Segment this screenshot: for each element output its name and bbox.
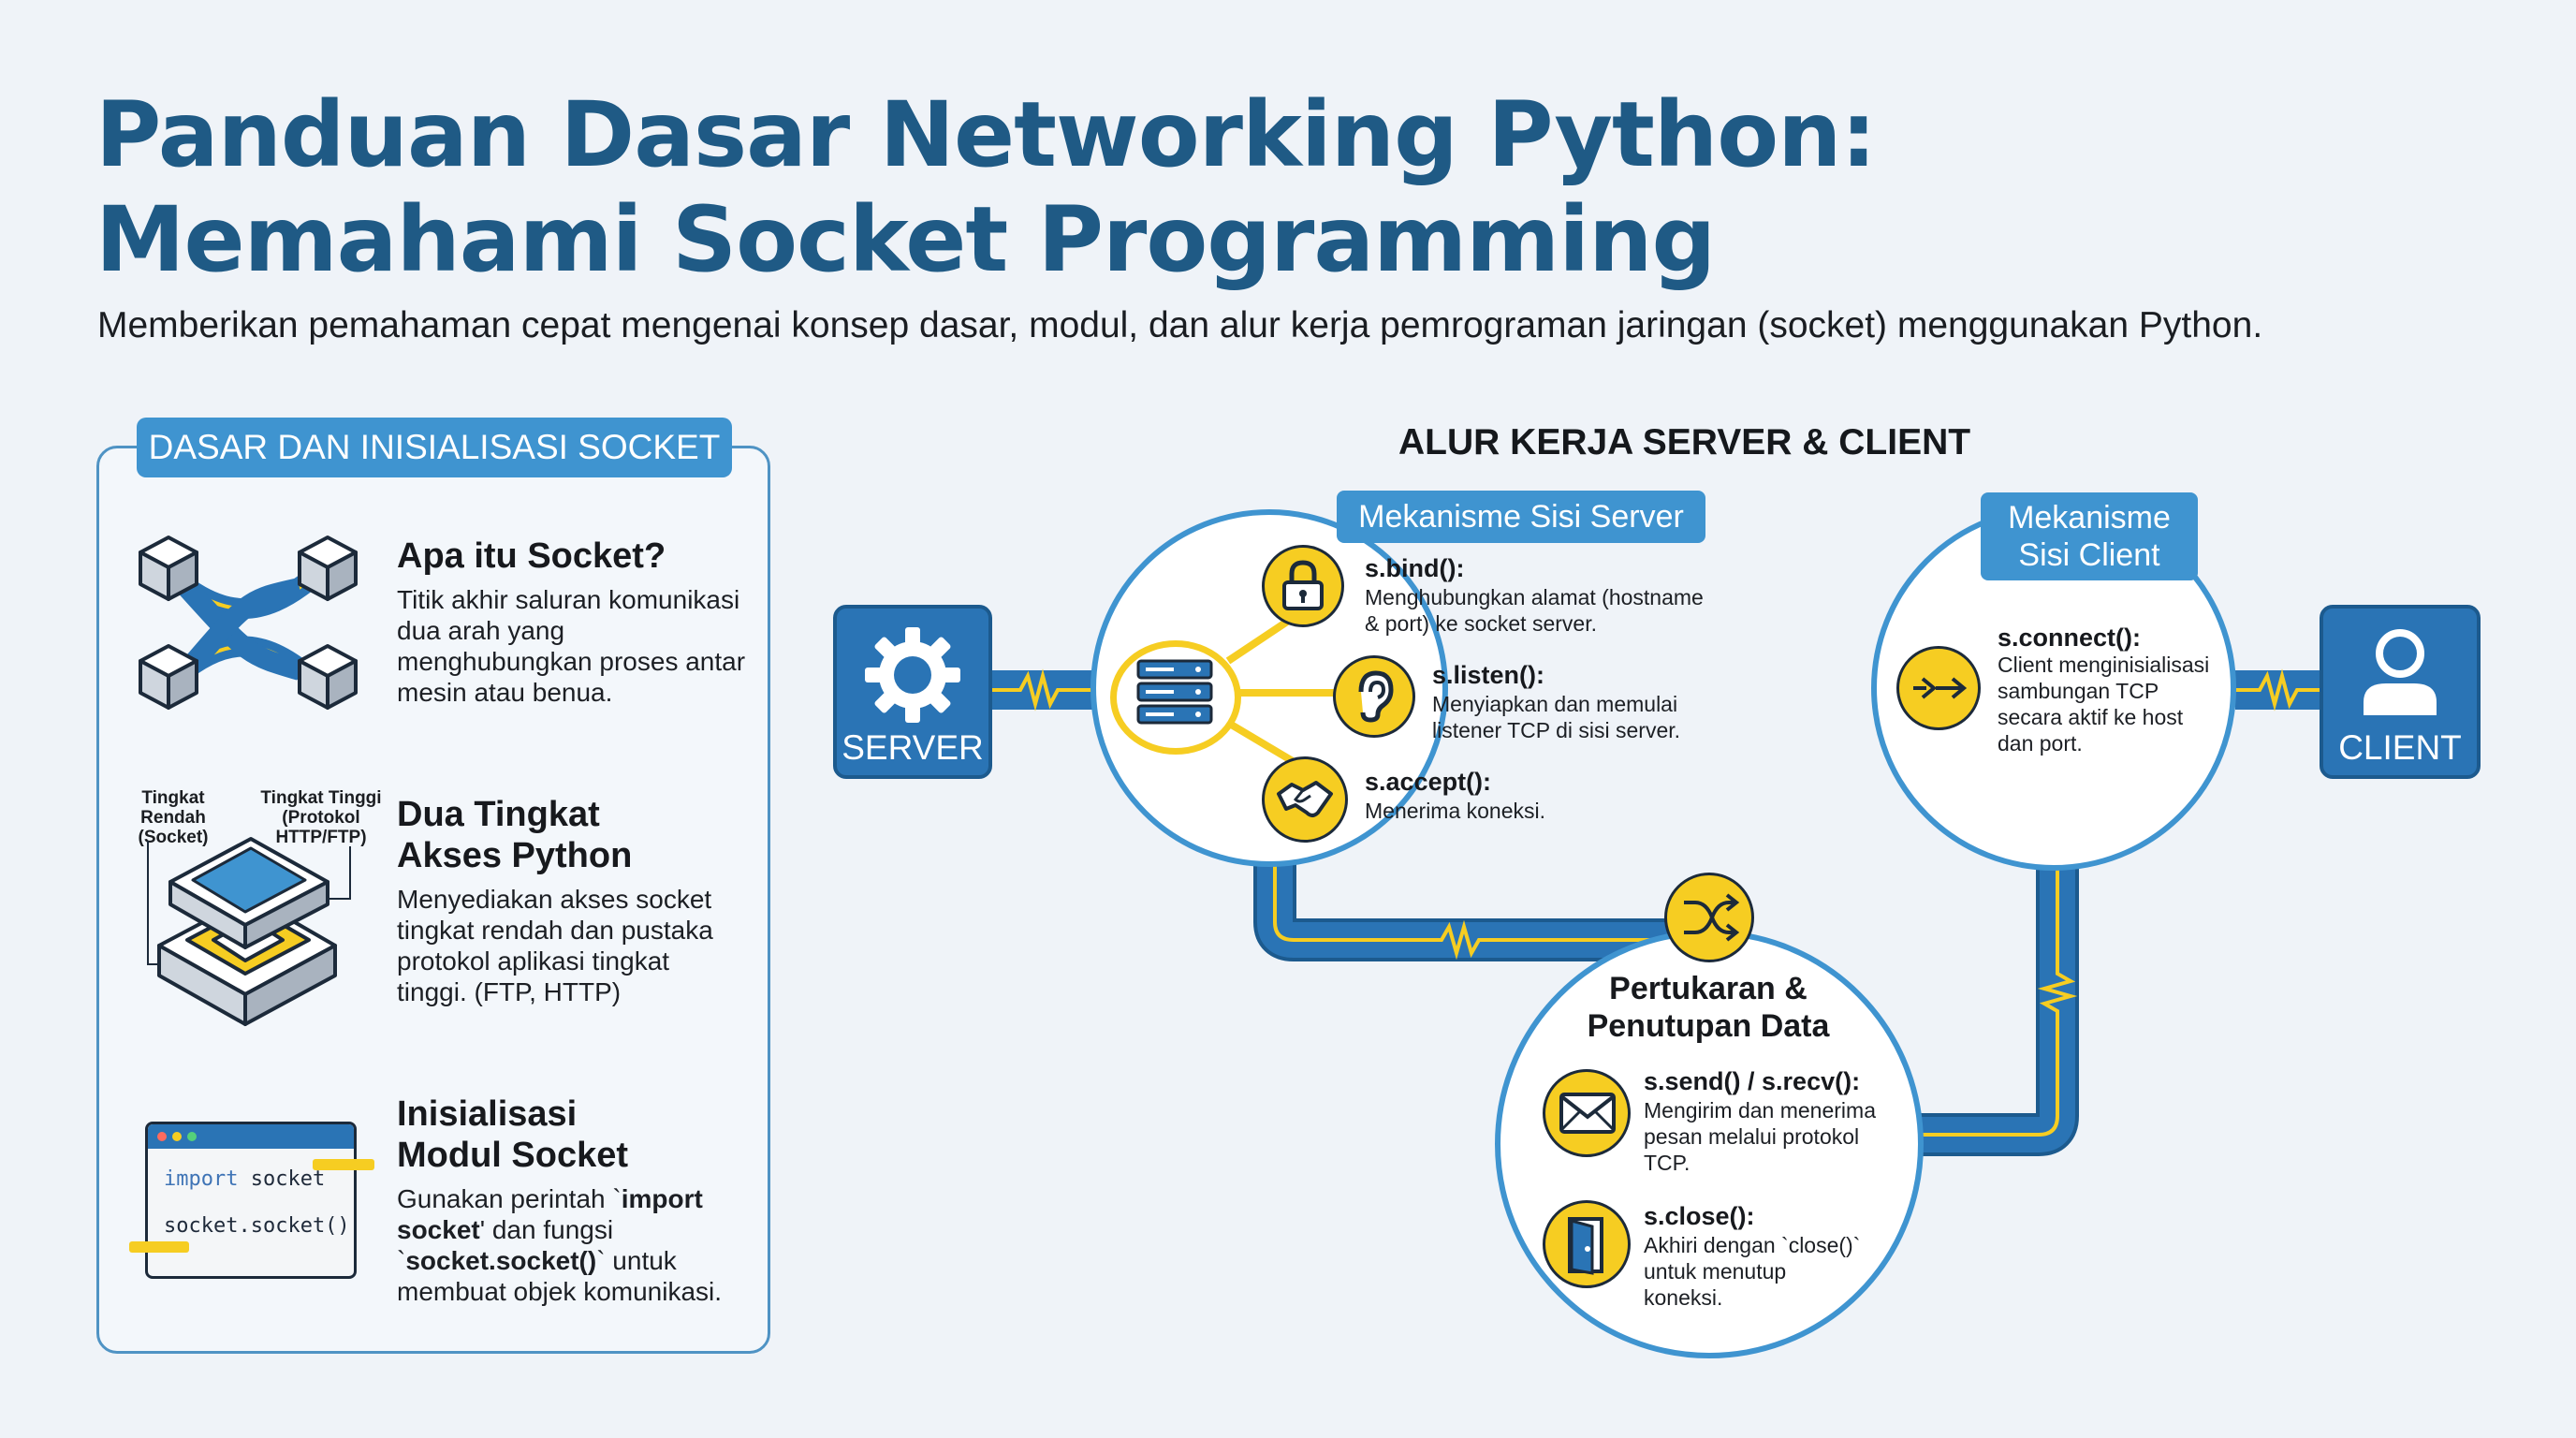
shuffle-icon (1684, 893, 1740, 942)
handshake-badge (1262, 756, 1348, 843)
title-line-1: Panduan Dasar Networking Python: (95, 82, 1877, 187)
close-name: s.close(): (1644, 1202, 1755, 1230)
client-label: CLIENT (2338, 728, 2462, 767)
send-recv-name: s.send() / s.recv(): (1644, 1067, 1861, 1095)
levels-text: Menyediakan akses socket tingkat rendah … (397, 885, 713, 1006)
listen-name: s.listen(): (1432, 661, 1545, 689)
title-line-2: Memahami Socket Programming (95, 187, 1716, 292)
user-icon (2364, 629, 2437, 715)
ear-icon (1358, 670, 1394, 723)
bind-desc: Menghubungkan alamat (hostname & port) k… (1365, 585, 1704, 636)
door-icon (1568, 1217, 1603, 1275)
server-label: SERVER (842, 728, 984, 767)
connect-name: s.connect(): (1998, 624, 2142, 652)
code-window-icon: import socket socket.socket() (145, 1122, 357, 1279)
gear-icon (865, 627, 960, 723)
client-node: CLIENT (2320, 605, 2481, 779)
init-text: Gunakan perintah `import socket' dan fun… (397, 1184, 723, 1306)
envelope-badge (1543, 1069, 1631, 1157)
client-side-label: Mekanisme Sisi Client (1981, 492, 2198, 580)
server-side-label: Mekanisme Sisi Server (1337, 491, 1705, 543)
ear-badge (1333, 655, 1415, 738)
code-line-1: import socket (164, 1167, 326, 1191)
door-badge (1543, 1200, 1631, 1288)
arrow-badge (1896, 646, 1981, 730)
init-title: Inisialisasi Modul Socket (397, 1094, 629, 1175)
highlight-mark (313, 1159, 374, 1170)
bind-name: s.bind(): (1365, 554, 1465, 582)
accept-desc: Menerima koneksi. (1365, 799, 1546, 823)
levels-title: Dua Tingkat Akses Python (397, 795, 633, 875)
page-title: Panduan Dasar Networking Python: Memaham… (95, 82, 2248, 292)
lock-badge (1262, 545, 1344, 627)
socket-text: Titik akhir saluran komunikasi dua arah … (397, 585, 746, 707)
code-line-2: socket.socket() (164, 1214, 350, 1238)
connect-desc: Client menginisialisasi sambungan TCP se… (1998, 653, 2210, 756)
label-high-level: Tingkat Tinggi (Protokol HTTP/FTP) (260, 788, 382, 847)
listen-desc: Menyiapkan dan memulai listener TCP di s… (1432, 692, 1681, 742)
lock-icon (1282, 560, 1324, 610)
send-recv-desc: Mengirim dan menerima pesan melalui prot… (1644, 1098, 1876, 1175)
handshake-icon (1277, 781, 1333, 817)
subtitle: Memberikan pemahaman cepat mengenai kons… (97, 305, 2263, 345)
envelope-icon (1559, 1093, 1616, 1134)
server-rack-icon (1136, 659, 1213, 725)
arrow-icon (1913, 677, 1968, 699)
basics-panel-header: DASAR DAN INISIALISASI SOCKET (137, 418, 732, 477)
flow-title: ALUR KERJA SERVER & CLIENT (1398, 422, 1971, 462)
label-low-level: Tingkat Rendah (Socket) (138, 788, 209, 847)
highlight-mark (129, 1241, 189, 1253)
socket-title: Apa itu Socket? (397, 536, 666, 576)
shuffle-badge (1664, 873, 1754, 962)
server-node: SERVER (833, 605, 992, 779)
exchange-title: Pertukaran & Penutupan Data (1587, 971, 1830, 1044)
accept-name: s.accept(): (1365, 768, 1492, 796)
close-desc: Akhiri dengan `close()` untuk menutup ko… (1644, 1233, 1861, 1310)
